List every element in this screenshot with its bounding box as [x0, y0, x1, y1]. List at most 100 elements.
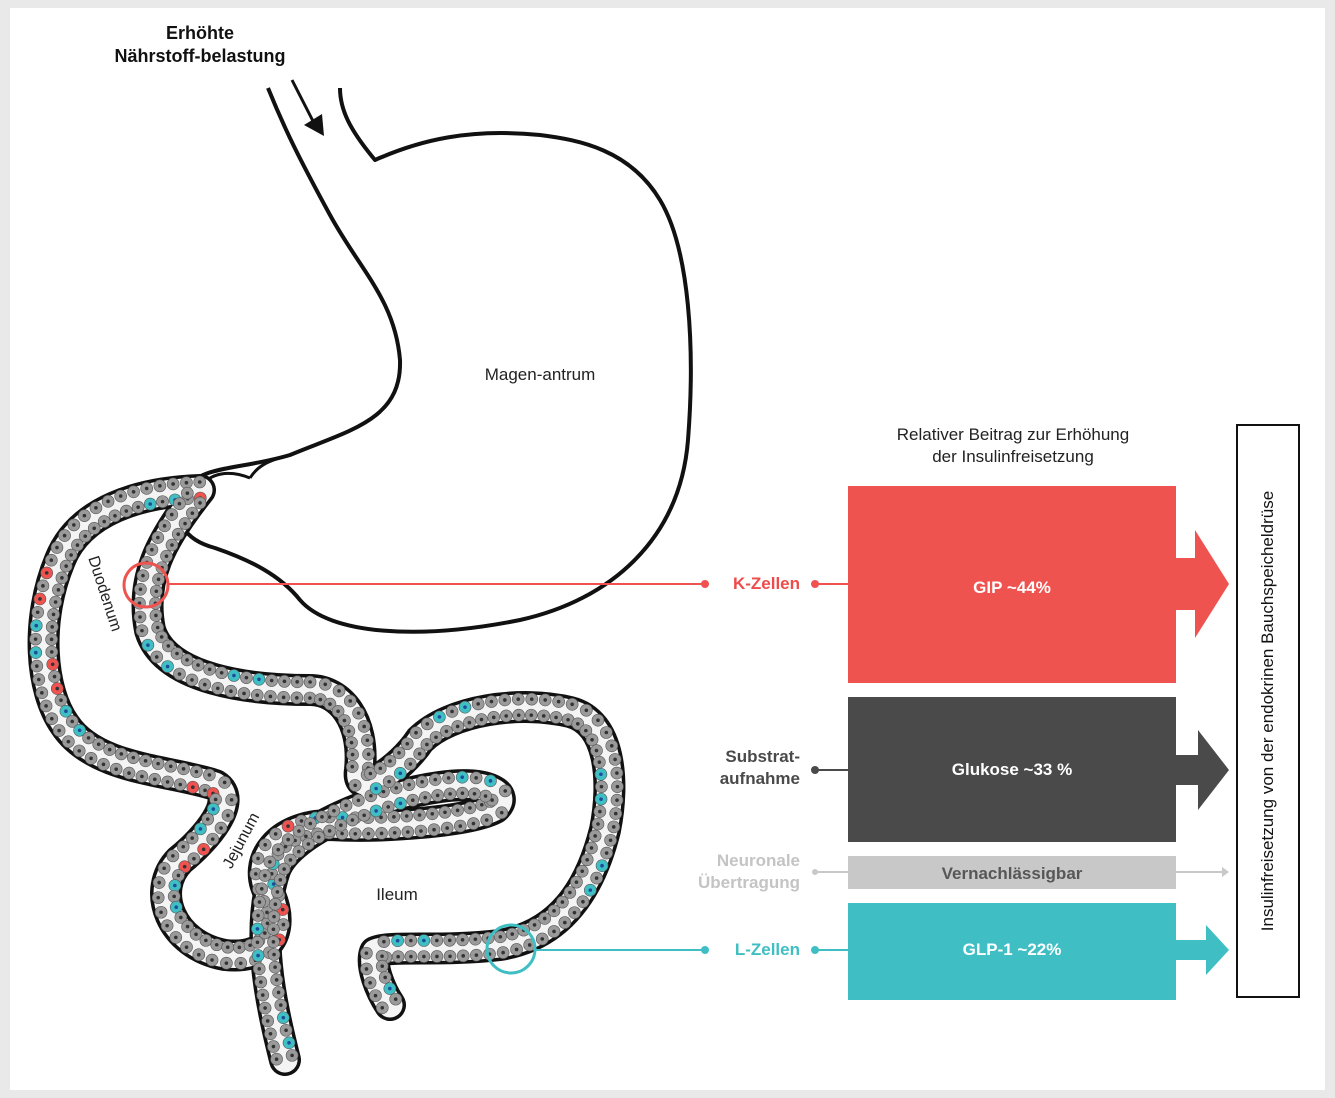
cell-nucleus — [272, 952, 276, 957]
cell-nucleus — [255, 693, 260, 698]
cell-nucleus — [353, 783, 357, 788]
cell-nucleus — [159, 910, 163, 915]
cell-nucleus — [598, 809, 602, 814]
cell-nucleus — [560, 900, 565, 904]
cell-nucleus — [467, 720, 472, 725]
cell-nucleus — [268, 860, 272, 864]
cell-nucleus — [566, 717, 570, 722]
cell-nucleus — [229, 689, 233, 693]
cell-nucleus — [37, 677, 41, 682]
cell-nucleus — [40, 691, 44, 695]
cell-nucleus — [177, 501, 182, 506]
cell-nucleus — [179, 915, 183, 920]
cell-nucleus — [204, 938, 208, 943]
cell-nucleus — [374, 809, 378, 813]
cell-nucleus — [207, 773, 212, 777]
cell-nucleus — [327, 829, 332, 833]
cell-nucleus — [393, 997, 398, 1001]
cell-nucleus — [596, 718, 600, 722]
cell-nucleus — [160, 499, 165, 504]
cell-nucleus — [362, 813, 366, 818]
cell-nucleus — [394, 786, 399, 790]
cell-nucleus — [474, 953, 479, 957]
cell-nucleus — [516, 713, 521, 717]
cell-nucleus — [395, 938, 400, 943]
cell-nucleus — [443, 810, 447, 815]
cell-nucleus — [242, 691, 246, 696]
gip-bar-label: GIP ~44% — [973, 578, 1051, 597]
cell-nucleus — [356, 798, 361, 803]
cell-nucleus — [41, 584, 45, 588]
cell-nucleus — [171, 854, 175, 858]
cell-nucleus — [350, 752, 355, 757]
cell-nucleus — [575, 721, 580, 726]
cell-nucleus — [263, 1006, 267, 1010]
cell-nucleus — [94, 506, 98, 510]
cell-nucleus — [423, 795, 427, 800]
l-connector-dot-left — [701, 946, 709, 954]
cell-nucleus — [554, 715, 558, 720]
cell-nucleus — [350, 764, 355, 769]
cell-nucleus — [350, 818, 355, 822]
glucose-arrow — [1176, 730, 1229, 810]
cell-nucleus — [138, 587, 143, 592]
cell-nucleus — [154, 655, 159, 659]
cell-nucleus — [366, 752, 371, 757]
cell-nucleus — [244, 675, 249, 680]
cell-nucleus — [53, 600, 58, 604]
cell-nucleus — [165, 780, 170, 784]
cell-nucleus — [318, 697, 323, 702]
cell-nucleus — [404, 814, 409, 818]
cell-nucleus — [207, 667, 212, 672]
cell-nucleus — [210, 958, 214, 962]
cell-nucleus — [263, 931, 267, 935]
cell-nucleus — [257, 967, 262, 971]
cell-nucleus — [66, 739, 71, 744]
neural-label: Neuronale Übertragung — [640, 850, 800, 894]
substrate-label: Substrat- aufnahme — [660, 746, 800, 790]
cell-nucleus — [455, 808, 460, 813]
cell-nucleus — [156, 577, 161, 582]
cell-nucleus — [271, 927, 276, 932]
cell-nucleus — [593, 834, 597, 838]
cell-nucleus — [445, 826, 449, 830]
cell-nucleus — [540, 937, 545, 941]
nutrient-load-line2: Nährstoff-belastung — [114, 46, 286, 66]
cell-nucleus — [543, 698, 547, 702]
cell-nucleus — [444, 729, 449, 734]
pancreas-box — [1236, 424, 1300, 998]
cell-nucleus — [448, 954, 452, 959]
cell-nucleus — [201, 847, 206, 852]
cell-nucleus — [174, 935, 178, 940]
cell-nucleus — [113, 514, 117, 518]
cell-nucleus — [33, 650, 38, 655]
cell-nucleus — [340, 815, 345, 820]
cell-nucleus — [190, 511, 195, 515]
cell-nucleus — [274, 1057, 279, 1062]
cell-nucleus — [92, 526, 97, 531]
cell-nucleus — [49, 716, 54, 721]
cell-nucleus — [615, 784, 620, 789]
cell-nucleus — [72, 523, 76, 527]
cell-nucleus — [154, 589, 159, 594]
cell-nucleus — [489, 699, 494, 704]
cell-nucleus — [269, 678, 274, 683]
cell-nucleus — [483, 794, 488, 798]
cell-nucleus — [369, 793, 373, 798]
cell-nucleus — [563, 920, 567, 925]
cell-nucleus — [297, 849, 301, 854]
cell-nucleus — [455, 724, 460, 729]
cell-nucleus — [392, 815, 396, 819]
cell-nucleus — [388, 759, 392, 763]
cell-nucleus — [138, 615, 142, 619]
cell-nucleus — [287, 1041, 291, 1045]
cell-nucleus — [136, 505, 140, 509]
chart-title: Relativer Beitrag zur Erhöhung der Insul… — [848, 424, 1178, 468]
cell-nucleus — [194, 932, 198, 937]
nutrient-load-label: Erhöhte Nährstoff-belastung — [85, 22, 315, 68]
cell-nucleus — [615, 771, 619, 775]
cell-nucleus — [588, 888, 593, 892]
cell-nucleus — [181, 767, 186, 771]
cell-nucleus — [35, 610, 40, 615]
cell-nucleus — [248, 943, 252, 948]
